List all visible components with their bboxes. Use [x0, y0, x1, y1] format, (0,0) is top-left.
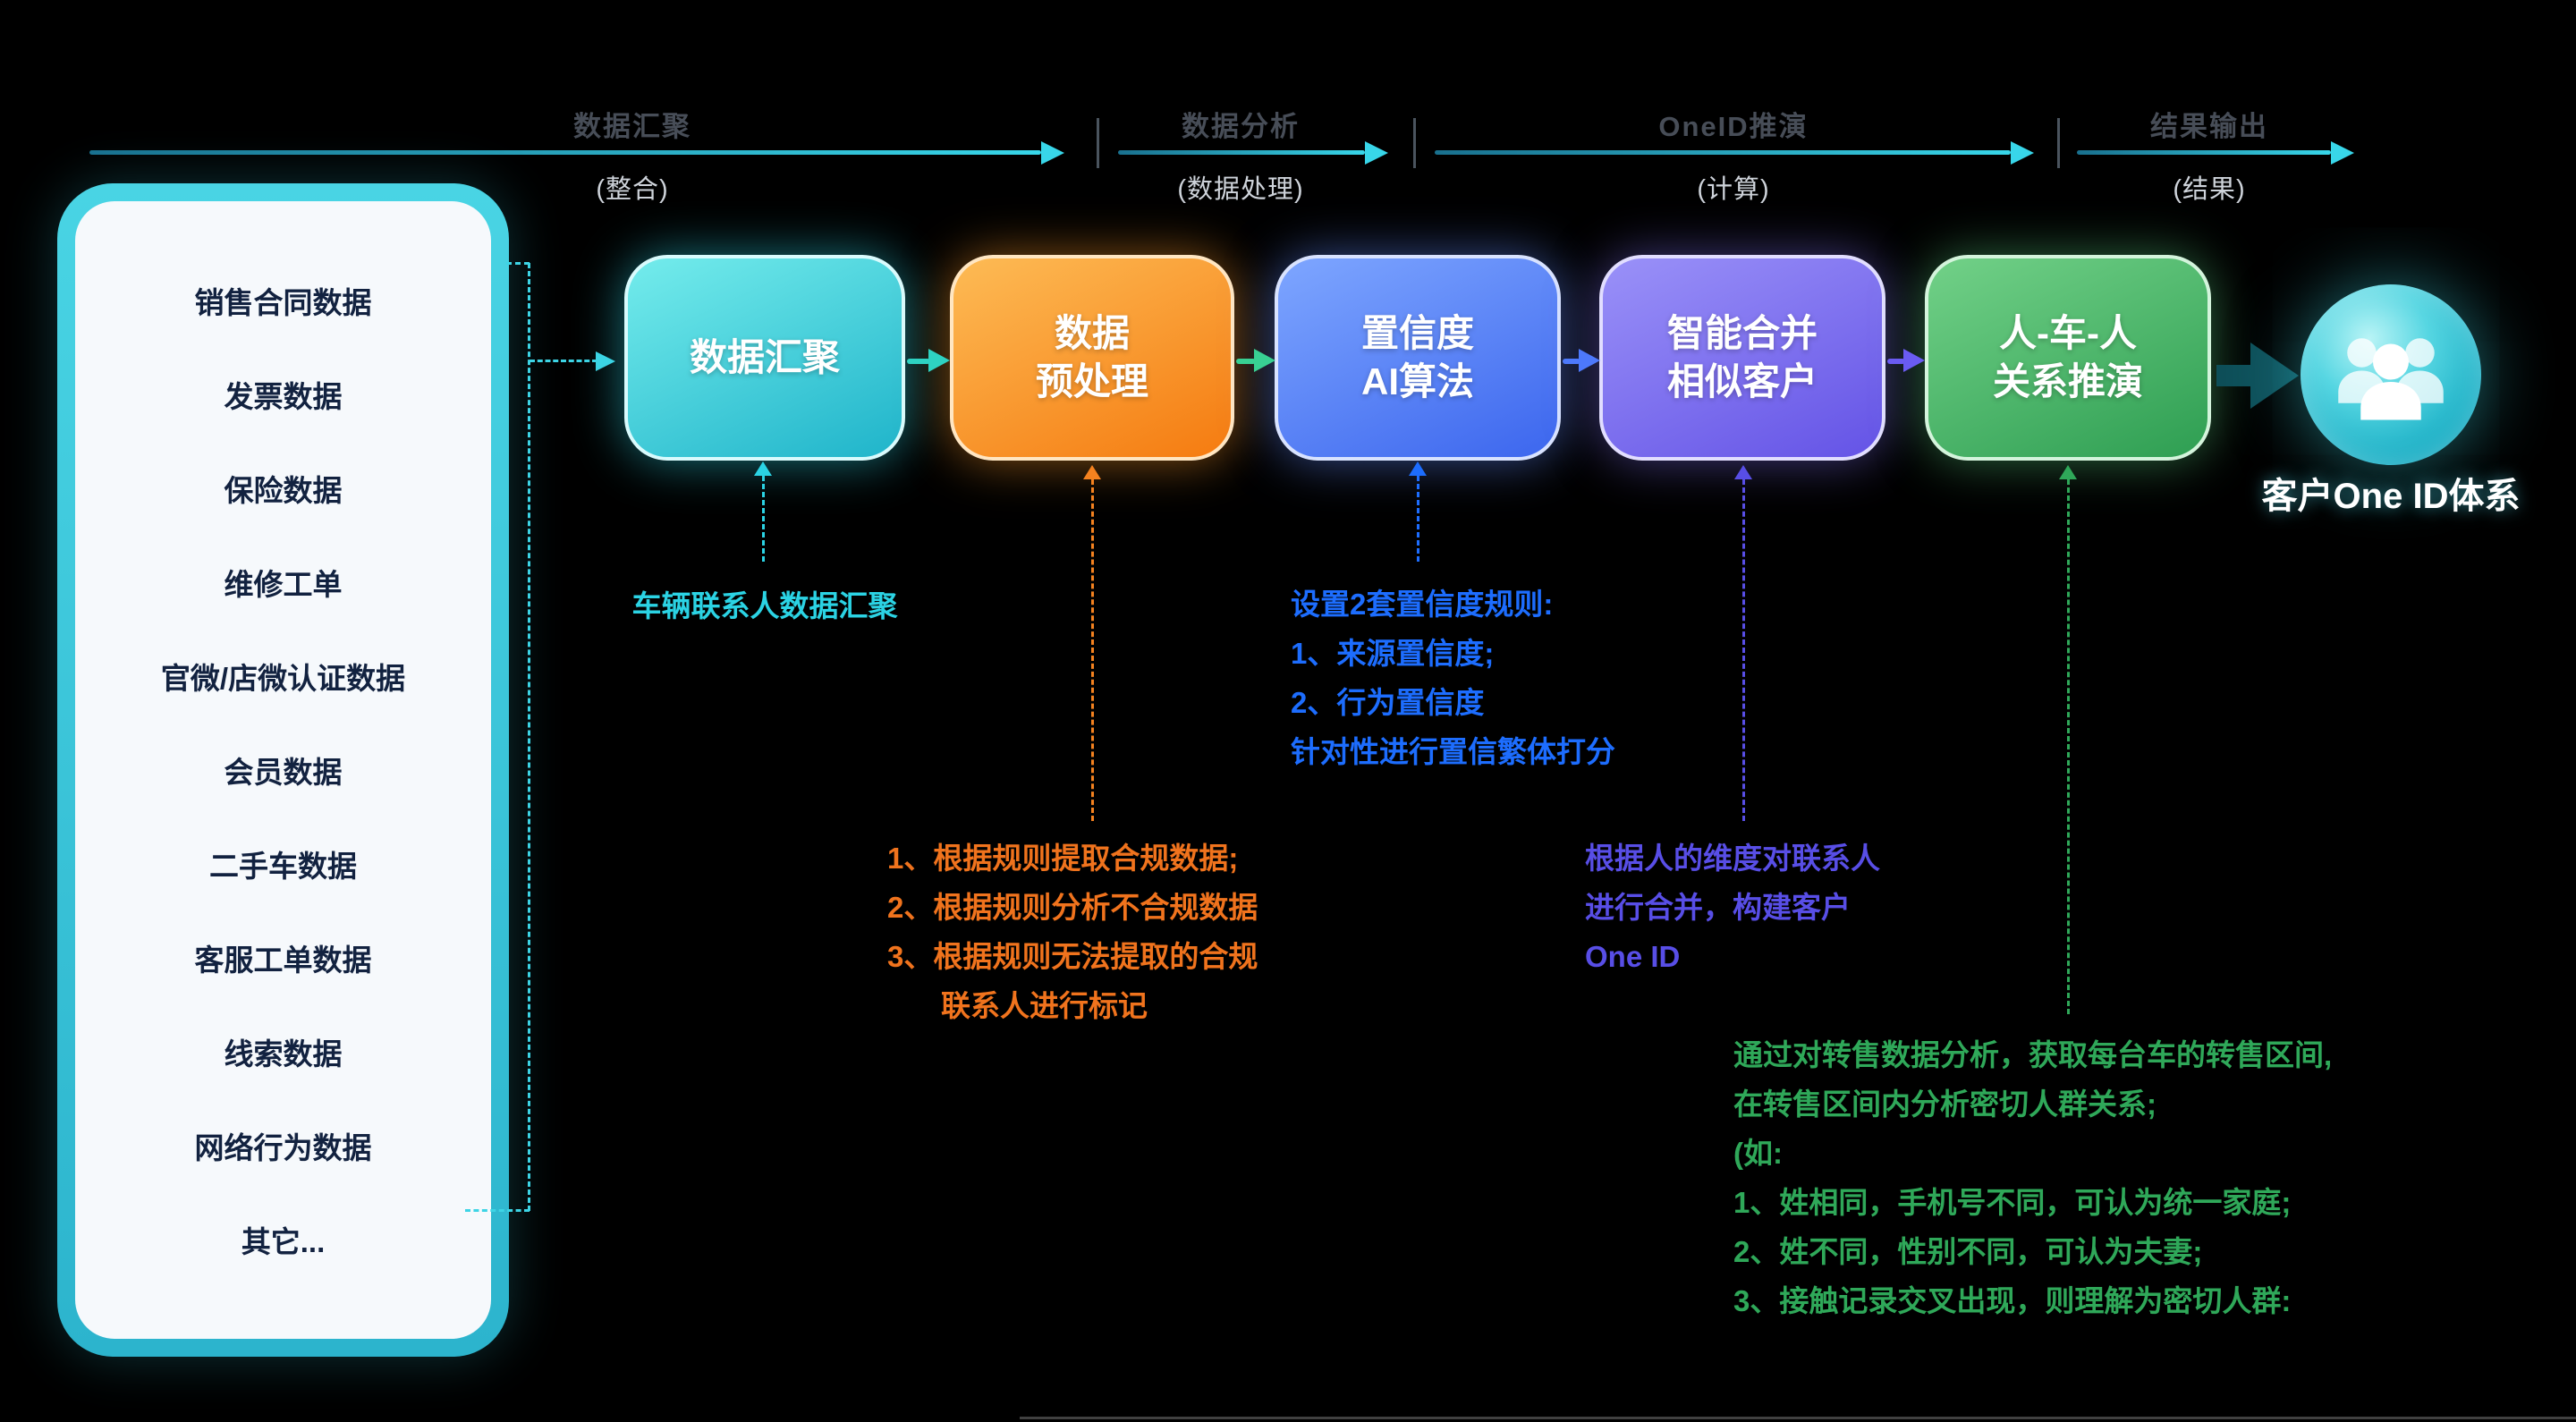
annotation-text-relations: 通过对转售数据分析，获取每台车的转售区间, 在转售区间内分析密切人群关系; (如…	[1733, 1030, 2332, 1325]
phase-arrow-line-3	[1435, 150, 2011, 155]
annotation-line: 根据人的维度对联系人	[1585, 842, 1880, 875]
step-label: 智能合并	[1666, 312, 1818, 354]
people-icon	[2338, 337, 2444, 419]
step-label: 置信度	[1360, 312, 1474, 354]
step-arrow-head-3	[1579, 349, 1600, 372]
final-arrow-head	[2250, 343, 2299, 409]
customer-group-icon	[2301, 284, 2481, 465]
annotation-line: 2、行为置信度	[1291, 686, 1485, 719]
annotation-arrow-confidence	[1409, 461, 1427, 476]
source-item-wechat-auth: 官微/店微认证数据	[160, 662, 406, 695]
step-label: 数据汇聚	[689, 336, 840, 378]
source-item-member: 会员数据	[224, 756, 343, 789]
annotation-line: 2、根据规则分析不合规数据	[887, 891, 1258, 924]
source-item-others: 其它...	[241, 1225, 326, 1258]
annotation-line-preprocessing	[1091, 479, 1094, 821]
source-item-repair-order: 维修工单	[224, 568, 343, 601]
annotation-line: 联系人进行标记	[941, 989, 1148, 1022]
annotation-line-aggregation	[762, 476, 765, 562]
phase-subtitle-analysis: (数据处理)	[1177, 175, 1304, 204]
source-item-invoice: 发票数据	[224, 380, 343, 413]
annotation-line: 进行合并，构建客户	[1585, 891, 1851, 924]
step-arrow-head-1	[928, 349, 950, 372]
step-label: 数据	[1054, 312, 1130, 354]
source-item-web-behavior: 网络行为数据	[194, 1131, 372, 1164]
annotation-line: 设置2套置信度规则:	[1291, 588, 1554, 621]
step-arrow-head-2	[1254, 349, 1275, 372]
step-label: 人-车-人	[1999, 312, 2137, 354]
phase-divider-1	[1097, 118, 1099, 168]
annotation-text-preprocessing: 1、根据规则提取合规数据; 2、根据规则分析不合规数据 3、根据规则无法提取的合…	[887, 834, 1258, 1030]
annotation-line: 针对性进行置信繁体打分	[1291, 735, 1615, 768]
phase-subtitle-oneid: (计算)	[1697, 175, 1770, 204]
source-data-panel: 销售合同数据 发票数据 保险数据 维修工单 官微/店微认证数据 会员数据 二手车…	[57, 183, 509, 1357]
bottom-edge-line	[1020, 1417, 2576, 1419]
source-item-service-ticket: 客服工单数据	[194, 944, 372, 977]
step-arrow-line-2	[1236, 359, 1256, 364]
annotation-line: 在转售区间内分析密切人群关系;	[1733, 1088, 2157, 1121]
annotation-line-confidence	[1417, 476, 1419, 562]
annotation-text-confidence: 设置2套置信度规则: 1、来源置信度; 2、行为置信度 针对性进行置信繁体打分	[1291, 580, 1615, 776]
phase-arrow-head-3	[2011, 141, 2034, 165]
step-label: 关系推演	[1992, 360, 2143, 402]
phase-subtitle-output: (结果)	[2173, 175, 2246, 204]
annotation-line: (如:	[1733, 1137, 1783, 1170]
phase-arrow-head-4	[2331, 141, 2354, 165]
step-box-aggregation: 数据汇聚	[624, 255, 905, 461]
source-item-leads: 线索数据	[224, 1037, 343, 1071]
annotation-text-aggregation: 车辆联系人数据汇聚	[632, 581, 898, 631]
panel-connector-top-stub	[506, 262, 530, 265]
final-arrow-tail	[2216, 365, 2252, 386]
phase-arrow-head-2	[1365, 141, 1388, 165]
step-box-preprocessing: 数据 预处理	[950, 255, 1234, 461]
phase-arrow-line-4	[2077, 150, 2331, 155]
phase-divider-3	[2057, 118, 2060, 168]
annotation-line: 2、姓不同，性别不同，可认为夫妻;	[1733, 1235, 2203, 1268]
panel-connector-bottom-stub	[465, 1209, 530, 1212]
phase-title-analysis: 数据分析	[1182, 111, 1300, 142]
annotation-text-merging: 根据人的维度对联系人 进行合并，构建客户 One ID	[1585, 834, 1880, 981]
annotation-line-merging	[1742, 479, 1745, 821]
annotation-arrow-aggregation	[754, 461, 772, 476]
step-arrow-line-3	[1563, 359, 1580, 364]
annotation-line-relations	[2067, 479, 2070, 1014]
source-item-sales-contract: 销售合同数据	[194, 286, 372, 319]
annotation-arrow-merging	[1734, 465, 1752, 479]
annotation-line: One ID	[1585, 940, 1681, 973]
phase-divider-2	[1413, 118, 1416, 168]
phase-arrow-line-2	[1118, 150, 1365, 155]
annotation-line: 1、根据规则提取合规数据;	[887, 842, 1239, 875]
phase-title-aggregation: 数据汇聚	[573, 111, 691, 142]
annotation-line: 3、根据规则无法提取的合规	[887, 940, 1258, 973]
panel-connector-vertical	[528, 263, 530, 1211]
step-box-confidence-ai: 置信度 AI算法	[1275, 255, 1561, 461]
annotation-line: 3、接触记录交叉出现，则理解为密切人群:	[1733, 1284, 2292, 1317]
step-label: AI算法	[1360, 360, 1474, 402]
annotation-line: 1、来源置信度;	[1291, 637, 1495, 670]
annotation-line: 车辆联系人数据汇聚	[631, 589, 898, 622]
phase-arrow-head-1	[1041, 141, 1064, 165]
annotation-line: 通过对转售数据分析，获取每台车的转售区间,	[1733, 1038, 2333, 1071]
source-item-insurance: 保险数据	[224, 474, 343, 507]
annotation-arrow-relations	[2059, 465, 2077, 479]
phase-arrow-line-1	[89, 150, 1041, 155]
phase-subtitle-aggregation: (整合)	[596, 175, 669, 204]
panel-connector-arrow-line	[530, 360, 597, 362]
panel-connector-arrow-head	[596, 351, 615, 371]
annotation-line: 1、姓相同，手机号不同，可认为统一家庭;	[1733, 1186, 2292, 1219]
step-box-smart-merge: 智能合并 相似客户	[1599, 255, 1885, 461]
result-label: 客户One ID体系	[2261, 477, 2521, 516]
step-box-relation-inference: 人-车-人 关系推演	[1925, 255, 2211, 461]
step-arrow-line-4	[1887, 359, 1905, 364]
annotation-arrow-preprocessing	[1083, 465, 1101, 479]
phase-title-output: 结果输出	[2150, 111, 2268, 142]
source-data-panel-inner: 销售合同数据 发票数据 保险数据 维修工单 官微/店微认证数据 会员数据 二手车…	[75, 201, 491, 1339]
step-label: 相似客户	[1666, 360, 1818, 402]
source-item-used-car: 二手车数据	[209, 850, 357, 883]
step-arrow-line-1	[907, 359, 930, 364]
phase-title-oneid: OneID推演	[1658, 111, 1809, 142]
step-label: 预处理	[1035, 360, 1148, 402]
step-arrow-head-4	[1903, 349, 1925, 372]
